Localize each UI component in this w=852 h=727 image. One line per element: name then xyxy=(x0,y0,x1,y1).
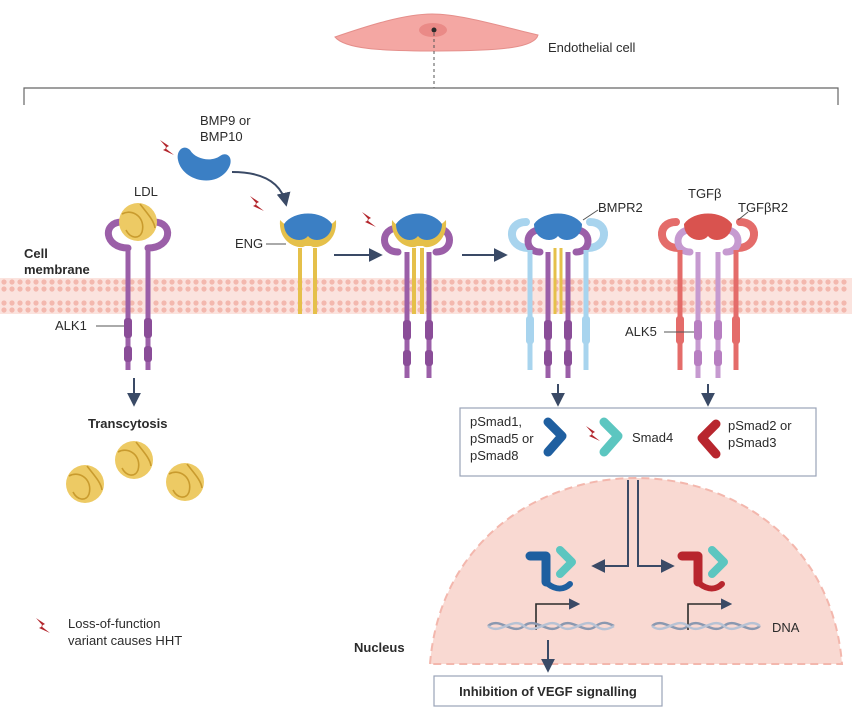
endothelial-cell-icon xyxy=(334,13,539,52)
smad-group2-line2: pSmad3 xyxy=(728,435,776,450)
transcription-arrow-left xyxy=(535,598,581,630)
outcome-box xyxy=(433,675,663,707)
bmp-label-line1: BMP9 or xyxy=(200,113,251,128)
alk1-receptor-complex xyxy=(104,218,172,370)
tgfbr2-leader xyxy=(737,211,749,221)
smad4-icon xyxy=(599,417,623,457)
legend-line1: Loss-of-function xyxy=(68,616,161,631)
smad-group1-line2: pSmad5 or xyxy=(470,431,534,446)
ldl-particle-1 xyxy=(65,464,105,504)
legend-bolt-icon xyxy=(36,618,50,633)
transcytosis-label: Transcytosis xyxy=(88,416,168,431)
dna-helix-right xyxy=(651,621,761,631)
alk1-label: ALK1 xyxy=(55,318,87,333)
psmad158-icon xyxy=(543,417,567,457)
smad-group1-line3: pSmad8 xyxy=(470,448,518,463)
lof-bolt-bmp xyxy=(160,140,174,155)
tgfbr2-label: TGFβR2 xyxy=(738,200,788,215)
bmpr2-complex xyxy=(508,213,608,378)
bmp-label-line2: BMP10 xyxy=(200,129,243,144)
bmp-binding-arrow xyxy=(231,171,291,207)
ldl-particle-3 xyxy=(165,462,205,502)
nuclear-import-arrow-right xyxy=(637,480,675,573)
smad-complex-left xyxy=(525,546,576,592)
dna-label: DNA xyxy=(772,620,800,635)
dna-helix-left xyxy=(487,621,615,631)
eng-complex xyxy=(279,213,337,314)
psmad23-icon xyxy=(697,419,721,459)
bmp-ligand-free xyxy=(177,147,231,181)
transcription-arrow-right xyxy=(687,598,733,630)
smad-group1-line1: pSmad1, xyxy=(470,414,522,429)
smad-box xyxy=(459,407,817,477)
lof-bolt-alk1 xyxy=(362,212,376,227)
ldl-label: LDL xyxy=(134,184,158,199)
membrane-label-line2: membrane xyxy=(24,262,90,277)
ldl-particle xyxy=(118,202,158,242)
alk5-label: ALK5 xyxy=(625,324,657,339)
zoom-bracket xyxy=(23,87,839,105)
smad-complex-right xyxy=(677,546,728,592)
smad4-label: Smad4 xyxy=(632,430,673,445)
outcome-label: Inhibition of VEGF signalling xyxy=(459,684,637,699)
bmpr2-leader xyxy=(582,209,599,221)
eng-label: ENG xyxy=(235,236,263,251)
legend-line2: variant causes HHT xyxy=(68,633,182,648)
ldl-particle-2 xyxy=(114,440,154,480)
tgfb-complex xyxy=(658,213,758,378)
membrane-label-line1: Cell xyxy=(24,246,48,261)
alk1-eng-complex xyxy=(381,213,453,378)
tgfb-label: TGFβ xyxy=(688,186,721,201)
endothelial-cell-label: Endothelial cell xyxy=(548,40,636,55)
bmpr2-label: BMPR2 xyxy=(598,200,643,215)
nucleus-label: Nucleus xyxy=(354,640,405,655)
lof-bolt-eng xyxy=(250,196,264,211)
nucleus-shape xyxy=(428,476,844,665)
smad-group2-line1: pSmad2 or xyxy=(728,418,792,433)
nuclear-import-arrow-left xyxy=(591,480,629,573)
